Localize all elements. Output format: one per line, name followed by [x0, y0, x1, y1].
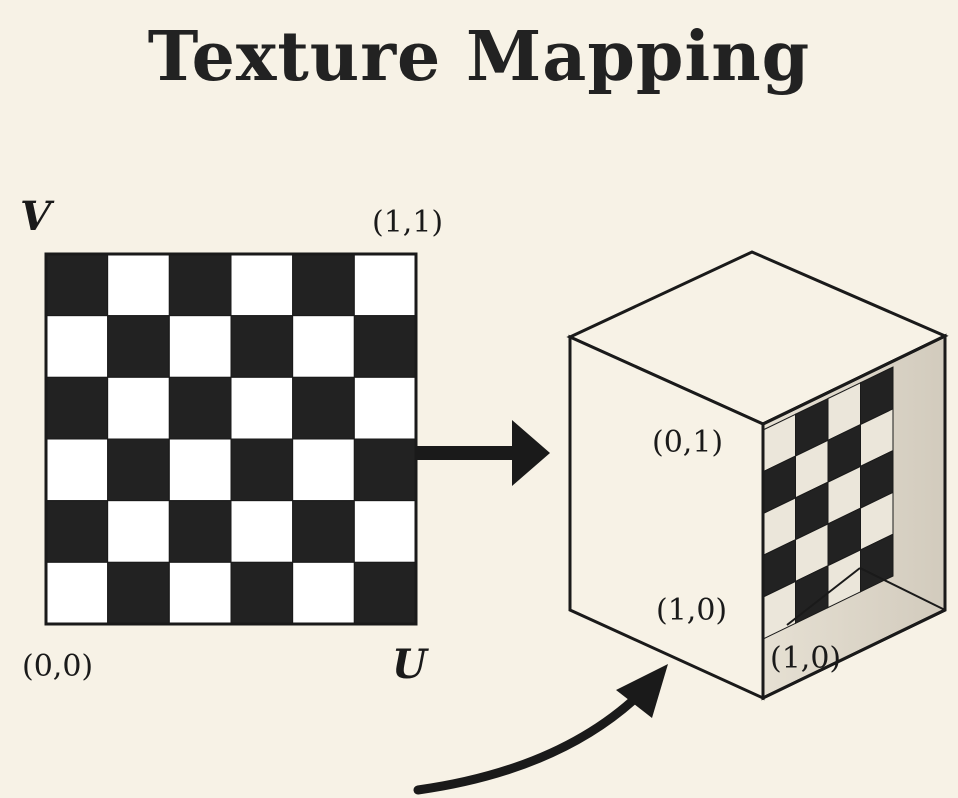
- cube-checker-cell: [860, 533, 894, 593]
- texture-cell: [45, 376, 109, 440]
- cube-inner-corner-coord-label: (1,0): [770, 641, 841, 676]
- texture-cell: [353, 438, 417, 502]
- texture-cell: [107, 315, 170, 378]
- texture-cell: [168, 315, 232, 378]
- cube-upper-coord-label: (0,1): [652, 425, 723, 460]
- top-right-coord-label: (1,1): [372, 205, 443, 240]
- texture-cell: [45, 561, 109, 625]
- cube-face-checker: [762, 366, 894, 640]
- curved-arrow: [413, 664, 668, 795]
- texture-cell: [353, 253, 417, 317]
- texture-cell: [292, 253, 355, 317]
- cube-inner-edge-2: [786, 567, 861, 626]
- texture-cell: [45, 438, 109, 502]
- v-axis-label: V: [20, 193, 55, 240]
- texture-cell: [353, 376, 417, 440]
- texture-cell: [292, 500, 355, 563]
- texture-cell: [230, 500, 294, 563]
- u-axis-label: U: [392, 641, 429, 688]
- texture-cell: [107, 561, 170, 625]
- texture-cell: [168, 438, 232, 502]
- texture-cell: [353, 561, 417, 625]
- texture-cell: [230, 253, 294, 317]
- cube-right-face-outline: [761, 333, 947, 701]
- texture-cell: [107, 376, 170, 440]
- texture-cell: [230, 315, 294, 378]
- texture-cell: [292, 438, 355, 502]
- cube-lower-coord-label: (1,0): [656, 593, 727, 628]
- texture-cell: [230, 561, 294, 625]
- texture-cell: [353, 315, 417, 378]
- texture-cell: [230, 438, 294, 502]
- bottom-left-coord-label: (0,0): [22, 649, 93, 684]
- texture-cell: [107, 500, 170, 563]
- cube: [566, 250, 949, 701]
- texture-cell: [45, 253, 109, 317]
- texture-cell: [168, 376, 232, 440]
- texture-cell: [45, 315, 109, 378]
- texture-cell: [45, 500, 109, 563]
- page-title: Texture Mapping: [148, 17, 810, 97]
- texture-cell: [292, 315, 355, 378]
- texture-cell: [292, 376, 355, 440]
- texture-cell: [353, 500, 417, 563]
- texture-cell: [107, 438, 170, 502]
- texture-cell: [168, 253, 232, 317]
- texture-cell: [107, 253, 170, 317]
- texture-cell: [168, 561, 232, 625]
- texture-cell: [292, 561, 355, 625]
- texture-cell: [168, 500, 232, 563]
- texture-cell: [230, 376, 294, 440]
- texture-border: [44, 252, 418, 626]
- cube-inner-edge: [859, 567, 946, 611]
- texture-grid: [45, 253, 417, 625]
- mapping-arrow: [416, 420, 550, 486]
